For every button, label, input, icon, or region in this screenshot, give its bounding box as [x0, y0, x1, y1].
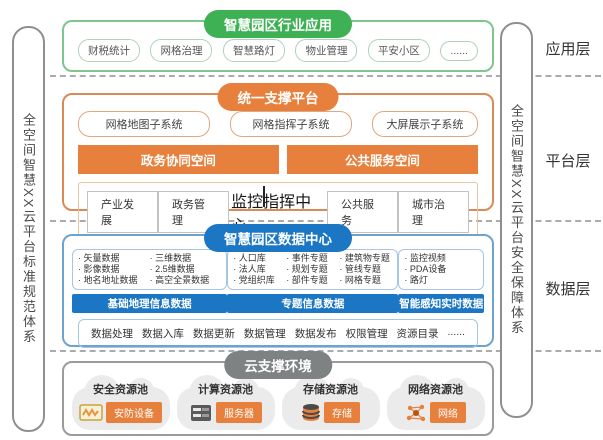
- application-section: 智慧园区行业应用 财税统计 网格治理 智慧路灯 物业管理 平安小区 ......: [62, 10, 494, 72]
- app-item: 财税统计: [78, 39, 140, 62]
- data-item: PDA设备: [404, 264, 478, 275]
- data-item: 部件专题: [286, 275, 339, 286]
- domain-item: 公共服务: [326, 191, 398, 233]
- application-items-row: 财税统计 网格治理 智慧路灯 物业管理 平安小区 ......: [64, 39, 492, 62]
- app-item: 平安小区: [367, 39, 430, 62]
- sensing-data-label: 智能感知实时数据: [398, 294, 484, 313]
- subsystem: 网格地图子系统: [78, 111, 211, 137]
- space-bar: 政务协同空间: [78, 145, 279, 174]
- data-function: 资源目录: [396, 328, 439, 340]
- data-item: 路灯: [404, 275, 478, 286]
- device-label: 服务器: [216, 402, 262, 423]
- resource-pools-row: 安全资源池 安防设备 计算资源池: [64, 373, 492, 433]
- pool-title: 存储资源池: [303, 384, 358, 396]
- data-function: 数据管理: [243, 328, 286, 340]
- data-item: 网格专题: [339, 275, 392, 286]
- device-label: 存储: [324, 402, 360, 423]
- storage-pool: 存储资源池 存储: [279, 373, 383, 433]
- standards-system-bar: 全空间智慧XX云平台标准规范体系: [12, 26, 45, 432]
- text-cursor: [263, 186, 265, 207]
- security-system-bar: 全空间智慧XX云平台安全保障体系: [500, 22, 533, 418]
- spaces-row: 政务协同空间 公共服务空间: [78, 145, 478, 174]
- data-item: 规划专题: [286, 264, 339, 275]
- data-item: 事件专题: [286, 253, 339, 264]
- data-center-section: 智慧园区数据中心 矢量数据 三维数据 影像数据 2.5维数据 地名地址数据 高空…: [62, 224, 494, 348]
- data-item: 三维数据: [150, 253, 222, 264]
- pool-device: 服务器: [174, 402, 278, 423]
- data-function-ellipsis: ......: [447, 326, 465, 338]
- subsystems-row: 网格地图子系统 网格指挥子系统 大屏展示子系统: [78, 111, 478, 137]
- app-item: 智慧路灯: [222, 39, 285, 62]
- domain-item: 城市治理: [397, 191, 470, 233]
- security-pool: 安全资源池 安防设备: [69, 373, 173, 433]
- data-function: 数据更新: [192, 328, 235, 340]
- platform-section-title: 统一支撑平台: [217, 83, 339, 111]
- standards-system-label: 全空间智慧XX云平台标准规范体系: [21, 113, 36, 345]
- data-layer-label: 数据层: [545, 281, 591, 298]
- thematic-data-group: 人口库 事件专题 建筑物专题 法人库 规划专题 管线专题 党组织库 部件专题 网…: [227, 249, 399, 313]
- geo-data-box: 矢量数据 三维数据 影像数据 2.5维数据 地名地址数据 高空全景数据: [72, 249, 228, 290]
- data-item: 监控视频: [404, 253, 478, 264]
- data-functions-row: 数据处理 数据入库 数据更新 数据管理 数据发布 权限管理 资源目录 .....…: [78, 319, 478, 348]
- platform-layer-label: 平台层: [545, 153, 591, 170]
- layer-divider: [50, 220, 601, 222]
- data-function: 数据处理: [91, 328, 133, 340]
- data-item: 建筑物专题: [339, 253, 392, 264]
- geo-data-group: 矢量数据 三维数据 影像数据 2.5维数据 地名地址数据 高空全景数据 基础地理…: [72, 249, 228, 313]
- data-item: 地名地址数据: [78, 275, 150, 286]
- space-bar: 公共服务空间: [286, 145, 478, 174]
- layer-divider: [50, 350, 601, 352]
- pool-title: 网络资源池: [408, 384, 463, 396]
- device-label: 网络: [430, 402, 466, 423]
- database-icon: [302, 404, 320, 421]
- application-section-title: 智慧园区行业应用: [204, 10, 352, 38]
- app-item: 网格治理: [150, 39, 213, 62]
- data-item: 人口库: [233, 253, 286, 264]
- data-item: 法人库: [233, 264, 286, 275]
- app-item-ellipsis: ......: [440, 40, 478, 61]
- data-function: 数据入库: [141, 328, 184, 340]
- data-item: 矢量数据: [78, 253, 150, 264]
- monitor-wave-icon: [79, 403, 103, 421]
- data-function: 数据发布: [294, 328, 337, 340]
- cloud-section: 云支撑环境 安全资源池 安防设备 计算资源池: [62, 351, 494, 436]
- device-label: 安防设备: [106, 402, 162, 423]
- pool-title: 安全资源池: [93, 384, 148, 396]
- sensing-data-box: 监控视频 PDA设备 路灯: [398, 249, 484, 290]
- domain-item: 产业发展: [87, 191, 159, 233]
- data-function: 权限管理: [345, 328, 388, 340]
- compute-pool: 计算资源池 服务器: [174, 373, 278, 433]
- thematic-data-box: 人口库 事件专题 建筑物专题 法人库 规划专题 管线专题 党组织库 部件专题 网…: [227, 249, 399, 290]
- cloud-section-title: 云支撑环境: [224, 351, 332, 379]
- subsystem: 网格指挥子系统: [230, 111, 352, 137]
- app-item: 物业管理: [295, 39, 358, 62]
- layer-divider: [50, 75, 601, 77]
- data-groups-row: 矢量数据 三维数据 影像数据 2.5维数据 地名地址数据 高空全景数据 基础地理…: [72, 249, 484, 313]
- geo-data-label: 基础地理信息数据: [72, 294, 228, 313]
- data-center-title: 智慧园区数据中心: [204, 224, 352, 252]
- data-item: 党组织库: [233, 275, 286, 286]
- security-system-label: 全空间智慧XX云平台安全保障体系: [509, 104, 524, 336]
- sensing-data-group: 监控视频 PDA设备 路灯 智能感知实时数据: [398, 249, 484, 313]
- data-item: 影像数据: [78, 264, 150, 275]
- data-item: 高空全景数据: [150, 275, 222, 286]
- data-item: 2.5维数据: [150, 264, 222, 275]
- subsystem: 大屏展示子系统: [371, 111, 478, 137]
- thematic-data-label: 专题信息数据: [227, 294, 399, 313]
- pool-title: 计算资源池: [198, 384, 253, 396]
- application-layer-label: 应用层: [545, 41, 591, 58]
- pool-device: 存储: [279, 402, 383, 423]
- server-icon: [191, 404, 211, 421]
- data-item: 管线专题: [339, 264, 392, 275]
- platform-section: 统一支撑平台 网格地图子系统 网格指挥子系统 大屏展示子系统 政务协同空间 公共…: [62, 83, 494, 242]
- domains-row: 产业发展 政务管理 监控指挥中心 公共服务 城市治理: [78, 182, 478, 242]
- pool-device: 安防设备: [69, 402, 173, 423]
- network-pool: 网络资源池 网络: [384, 373, 488, 433]
- network-icon: [406, 404, 426, 422]
- pool-device: 网络: [384, 402, 488, 423]
